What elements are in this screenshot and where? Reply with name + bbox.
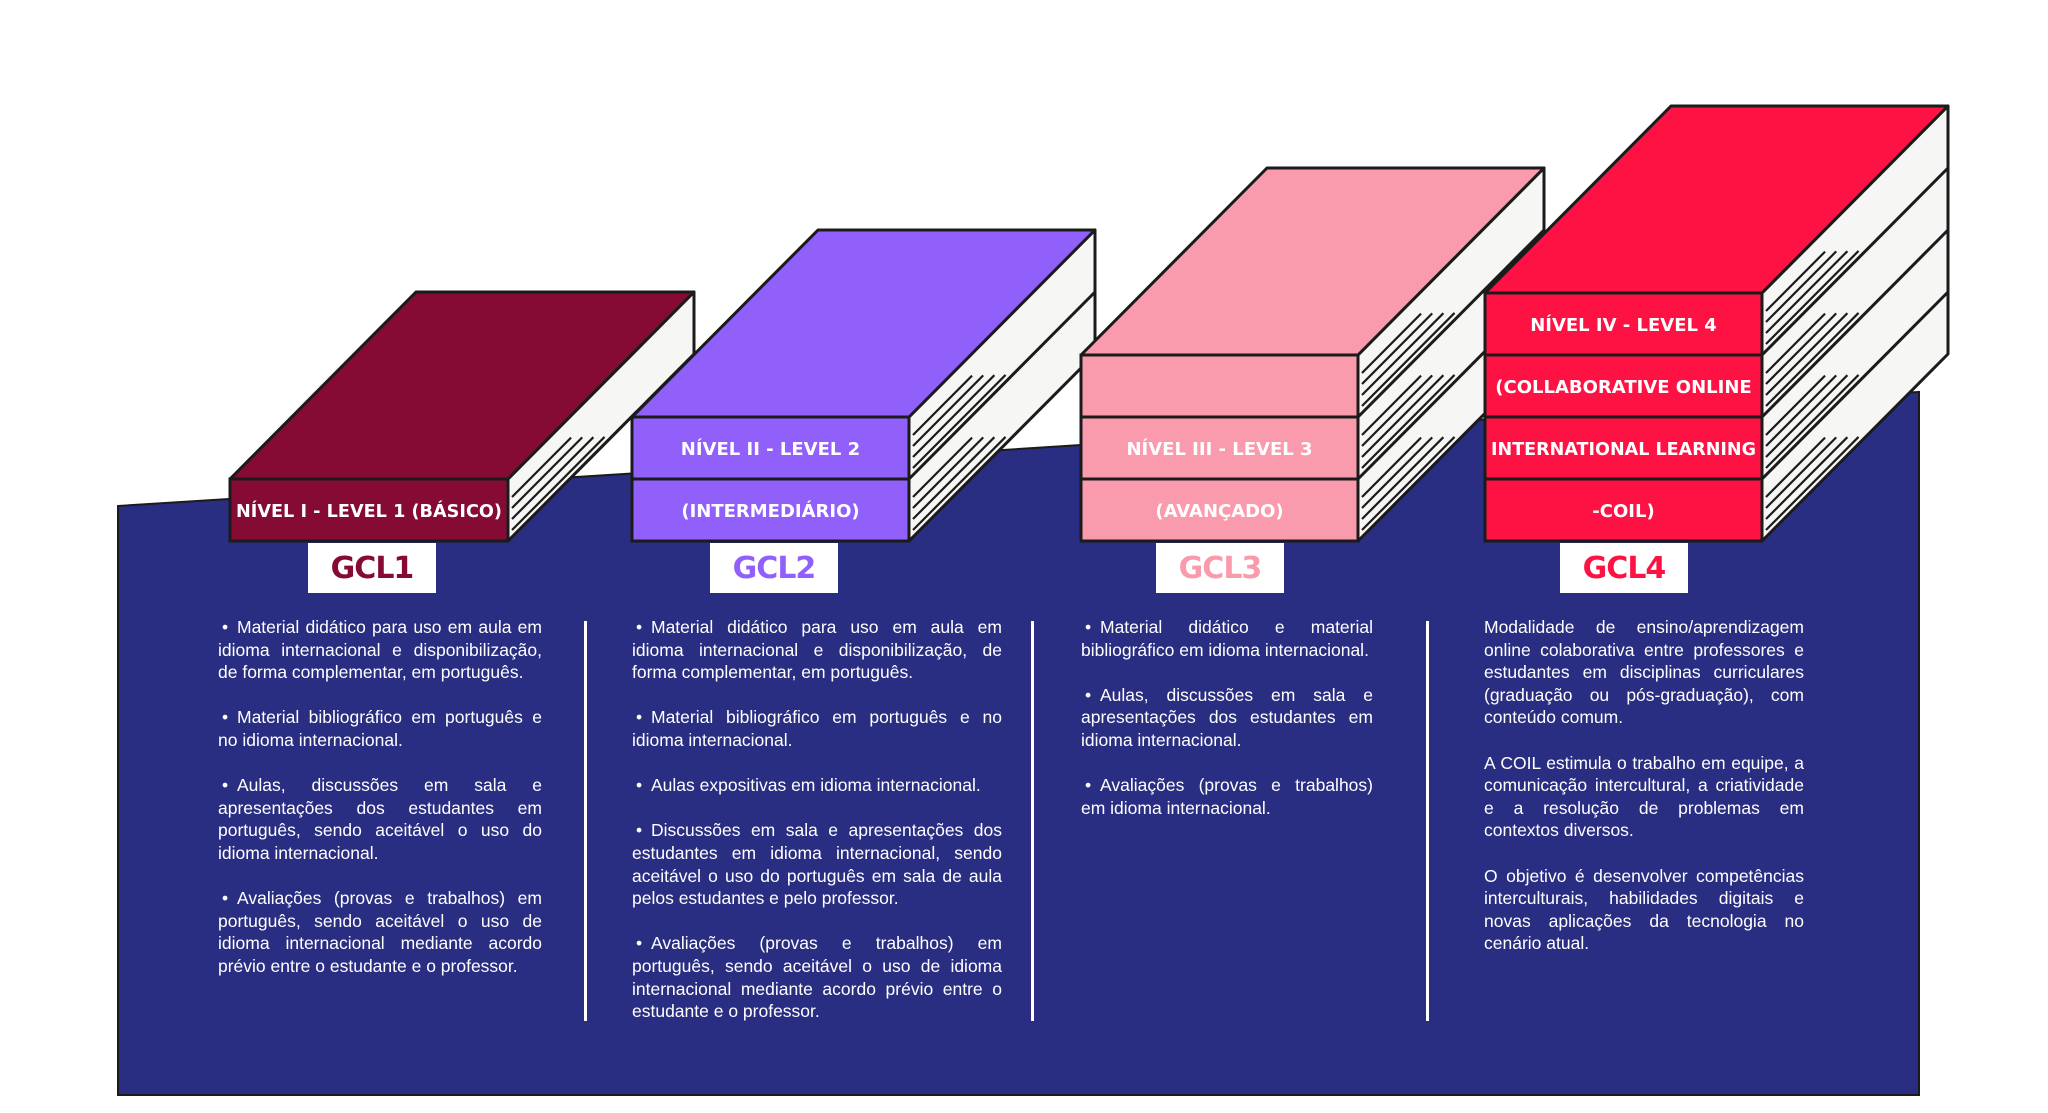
gcl1-description: Material didático para uso em aula em id… [218, 616, 542, 1000]
gcl2-band-label: NÍVEL II - LEVEL 2 [681, 438, 860, 460]
description-item: Aulas, discussões em sala e apresentaçõe… [218, 774, 542, 864]
description-item: Material didático e material bibliográfi… [1081, 616, 1373, 661]
gcl4-page-line [1765, 374, 1849, 458]
gcl3-page-line [1361, 436, 1445, 520]
gcl3-page-line [1361, 374, 1422, 436]
gcl3-description: Material didático e material bibliográfi… [1081, 616, 1373, 842]
gcl2-page-line [912, 436, 996, 520]
gcl1-label: GCL1 [308, 543, 436, 593]
gcl4-front-band [1483, 353, 1764, 419]
gcl4-page-line [1765, 312, 1860, 407]
gcl3-book-stack: NÍVEL III - LEVEL 3 (AVANÇADO) [1079, 166, 1546, 543]
column-divider [584, 621, 587, 1021]
gcl4-page-line [1765, 436, 1860, 531]
gcl2-page-line [912, 374, 973, 436]
gcl3-page-line [1361, 374, 1433, 447]
description-item: Modalidade de ensino/aprendizagem online… [1484, 617, 1804, 728]
description-item: Material bibliográfico em português e no… [218, 706, 542, 751]
gcl4-page-line [1765, 250, 1849, 334]
gcl4-page-line [1765, 312, 1826, 374]
gcl3-page-line [1361, 312, 1422, 374]
gcl4-page-line [1765, 374, 1837, 447]
gcl1-front-band [228, 477, 510, 543]
gcl4-page-line [1765, 312, 1849, 396]
book-stacks: NÍVEL I - LEVEL 1 (BÁSICO) NÍVEL II - LEV… [228, 104, 1950, 543]
gcl4-side-divider [1760, 290, 1950, 481]
gcl3-page-line [1361, 312, 1456, 407]
gcl3-page-line [1361, 374, 1456, 469]
gcl3-page-line [1361, 312, 1433, 385]
gcl1-book-stack: NÍVEL I - LEVEL 1 (BÁSICO) [228, 290, 696, 543]
description-item: A COIL estimula o trabalho em equipe, a … [1484, 752, 1804, 841]
gcl2-description: Material didático para uso em aula em id… [632, 616, 1002, 1045]
column-divider [1426, 621, 1429, 1021]
gcl2-page-line [912, 436, 1007, 531]
gcl3-band-label: NÍVEL III - LEVEL 3 [1126, 438, 1312, 460]
gcl4-page-line [1765, 436, 1837, 509]
gcl4-side-divider [1760, 228, 1950, 419]
gcl4-band-label: INTERNATIONAL LEARNING [1491, 439, 1756, 460]
description-item: Material bibliográfico em português e no… [632, 706, 1002, 751]
gcl4-band-label: NÍVEL IV - LEVEL 4 [1530, 314, 1717, 336]
gcl1-page-line [511, 436, 595, 520]
gcl1-page-line [511, 436, 572, 498]
gcl2-band-label: (INTERMEDIÁRIO) [681, 500, 859, 522]
gcl4-page-line [1765, 250, 1837, 323]
description-item: Discussões em sala e apresentações dos e… [632, 819, 1002, 909]
gcl4-page-line [1765, 312, 1837, 385]
gcl3-label: GCL3 [1156, 543, 1284, 593]
gcl4-page-line [1765, 250, 1860, 345]
gcl3-page-line [1361, 374, 1445, 458]
gcl4-page-line [1765, 374, 1860, 469]
gcl4-band-label: -COIL) [1592, 501, 1654, 522]
gcl4-band-label: (COLLABORATIVE ONLINE [1495, 377, 1751, 398]
gcl3-side-divider [1356, 228, 1546, 419]
description-item: Aulas, discussões em sala e apresentaçõe… [1081, 684, 1373, 752]
gcl2-front-band [630, 415, 911, 481]
description-item: Avaliações (provas e trabalhos) em idiom… [1081, 774, 1373, 819]
gcl2-page-line [912, 374, 1007, 469]
gcl4-page-line [1765, 250, 1826, 312]
gcl3-front-band [1079, 353, 1360, 419]
gcl3-page-line [1361, 436, 1422, 498]
gcl4-page-line [1765, 374, 1826, 436]
gcl2-page-line [912, 436, 973, 498]
gcl3-page-line [1361, 312, 1445, 396]
gcl4-description: Modalidade de ensino/aprendizagem online… [1484, 616, 1804, 978]
gcl4-page-line [1765, 436, 1826, 498]
gcl3-page-line [1361, 436, 1456, 531]
description-item: Material didático para uso em aula em id… [632, 616, 1002, 684]
gcl4-side-divider [1760, 166, 1950, 357]
gcl2-page-line [912, 436, 984, 509]
gcl4-book-stack: NÍVEL IV - LEVEL 4 (COLLABORATIVE ONLINE I… [1483, 104, 1950, 543]
gcl2-front-band [630, 477, 911, 543]
gcl3-page-line [1361, 436, 1433, 509]
gcl1-page-line [511, 436, 583, 509]
description-item: Aulas expositivas em idioma internaciona… [632, 774, 1002, 797]
gcl2-label: GCL2 [710, 543, 838, 593]
description-item: O objetivo é desenvolver competências in… [1484, 865, 1804, 954]
gcl3-front-band [1079, 477, 1360, 543]
gcl2-side-divider [907, 290, 1097, 481]
description-item: Material didático para uso em aula em id… [218, 616, 542, 684]
column-divider [1031, 621, 1034, 1021]
gcl1-page-line [511, 436, 606, 531]
gcl2-page-line [912, 374, 984, 447]
description-item: Avaliações (provas e trabalhos) em portu… [632, 932, 1002, 1022]
gcl3-band-label: (AVANÇADO) [1155, 501, 1283, 522]
gcl4-front-band [1483, 477, 1764, 543]
gcl2-page-line [912, 374, 996, 458]
gcl4-page-line [1765, 436, 1849, 520]
description-item: Avaliações (provas e trabalhos) em portu… [218, 887, 542, 977]
gcl1-band-label: NÍVEL I - LEVEL 1 (BÁSICO) [236, 500, 502, 522]
gcl2-book-stack: NÍVEL II - LEVEL 2 (INTERMEDIÁRIO) [630, 228, 1097, 543]
gcl4-label: GCL4 [1560, 543, 1688, 593]
